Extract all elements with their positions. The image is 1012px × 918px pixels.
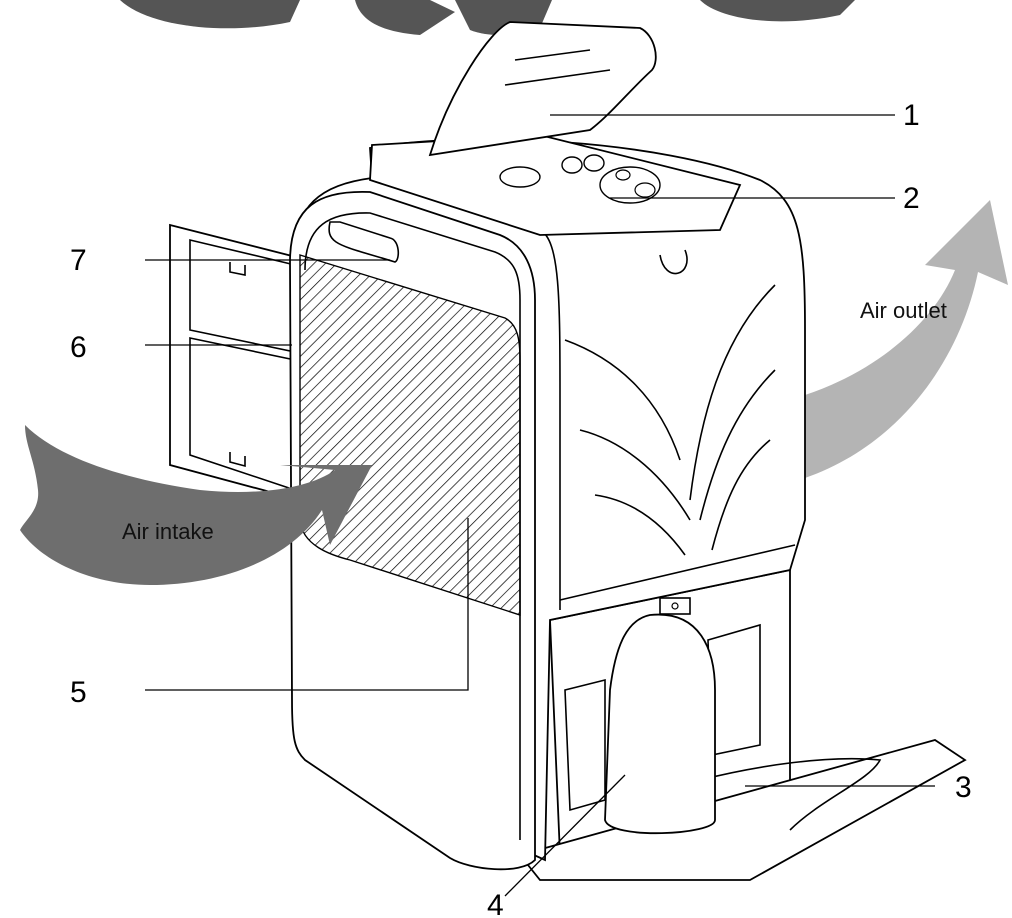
front-panel: [289, 190, 536, 871]
callout-4: 4: [487, 889, 504, 918]
callout-6: 6: [70, 331, 87, 364]
air-intake-arrow: [20, 425, 372, 585]
filter-frame: [169, 223, 301, 502]
callout-1: 1: [903, 99, 920, 132]
filter-grille: [299, 254, 521, 616]
leader-lines: [145, 114, 935, 897]
callout-3: 3: [955, 771, 972, 804]
air-outlet-label: Air outlet: [860, 298, 947, 323]
air-intake-label: Air intake: [122, 519, 214, 544]
air-outlet-arrow: [805, 200, 1008, 478]
callout-2: 2: [903, 182, 920, 215]
callout-7: 7: [70, 244, 87, 277]
callout-5: 5: [70, 676, 87, 709]
lid: [428, 21, 657, 157]
water-tank: [518, 568, 967, 881]
top-arrows-partial: [120, 0, 855, 36]
